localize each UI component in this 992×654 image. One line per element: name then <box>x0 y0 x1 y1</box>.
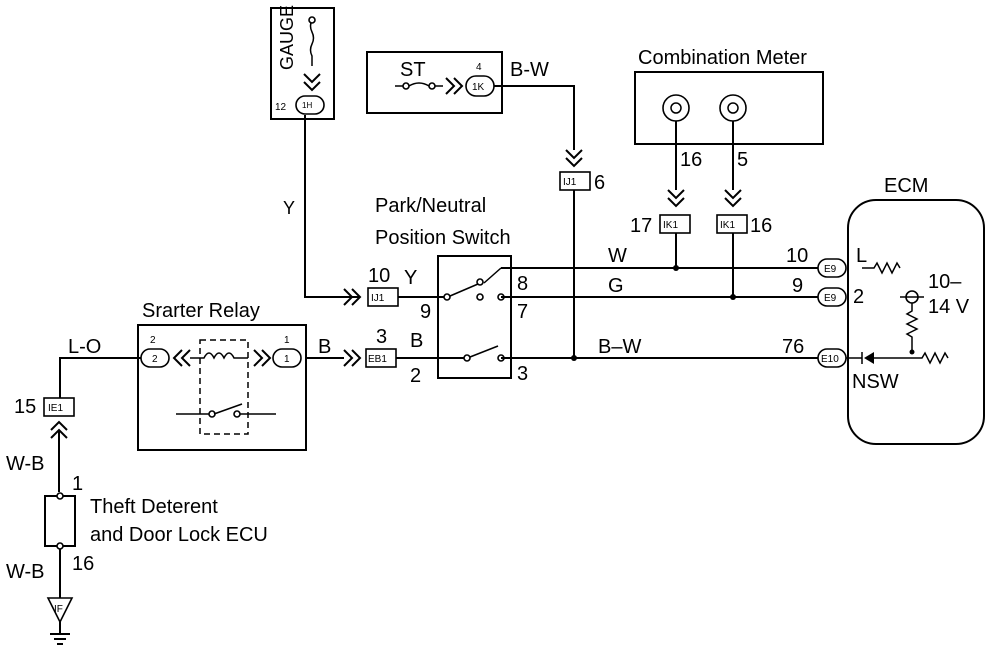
wire-wb-label-2: W-B <box>6 561 45 583</box>
wire-lo <box>59 357 141 398</box>
starter-relay-box <box>137 324 307 451</box>
connector-IE1 <box>43 397 75 417</box>
pin-16-meter: 16 <box>680 149 702 171</box>
park-neutral-label-1: Park/Neutral <box>375 195 486 217</box>
ecm-box <box>847 199 985 445</box>
connector-IJ1-mid-label: IJ1 <box>371 293 385 304</box>
pin-12: 12 <box>275 102 287 113</box>
pin-10-ecm: 10 <box>786 245 808 267</box>
svg-text:IF: IF <box>54 604 63 615</box>
theft-ecu-label-1: Theft Deterent <box>90 496 218 518</box>
pin-9-switch: 9 <box>420 301 431 323</box>
relay-pin-1-top: 1 <box>284 335 290 346</box>
nsw-label: NSW <box>852 371 899 393</box>
starter-relay-label: Srarter Relay <box>142 300 260 322</box>
connector-1K-label: 1K <box>472 82 485 93</box>
wire-bw-top <box>494 85 575 150</box>
connector-IJ1-top-label: IJ1 <box>563 177 577 188</box>
connector-IE1-label: IE1 <box>48 403 63 414</box>
ik1-arrow-icon <box>724 189 742 208</box>
connector-1H <box>295 95 325 115</box>
pin-1-theft: 1 <box>72 473 83 495</box>
wire-lo-label: L-O <box>68 336 101 358</box>
relay-coil-frame <box>199 339 249 435</box>
ecm-resistor-icon <box>862 261 901 275</box>
connector-E10-label: E10 <box>821 354 839 365</box>
pin-10-ij1: 10 <box>368 265 390 287</box>
connector-E9-b <box>817 287 847 307</box>
theft-ecu-label-2: and Door Lock ECU <box>90 524 268 546</box>
wire-b-label-1: B <box>318 336 331 358</box>
gauge-arrow-icon <box>303 73 321 92</box>
wire-w-label: W <box>608 245 627 267</box>
pin-6: 6 <box>594 172 605 194</box>
pin-16-ik1: 16 <box>750 215 772 237</box>
pin-2-switch: 2 <box>410 365 421 387</box>
voltage-label-2: 14 V <box>928 296 970 318</box>
st-component: ST 1K 4 <box>366 51 503 114</box>
combination-meter-label: Combination Meter <box>638 47 807 69</box>
eb1-arrow-icon <box>343 349 362 367</box>
voltage-label-1: 10– <box>928 271 962 293</box>
starter-relay: Srarter Relay 2 2 1 1 <box>137 300 307 451</box>
ij1-arrow-icon <box>565 149 583 168</box>
pin-16-theft: 16 <box>72 553 94 575</box>
wire-g-label: G <box>608 275 624 297</box>
pin-3-switch: 3 <box>517 363 528 385</box>
pin-4: 4 <box>476 62 482 73</box>
connector-IK1-a-label: IK1 <box>663 220 678 231</box>
ik1-arrow-icon <box>667 189 685 208</box>
connector-E9-b-label: E9 <box>824 293 837 304</box>
st-arrow-icon <box>445 77 464 95</box>
pin-2-ecm: 2 <box>853 286 864 308</box>
wire-bw-top-label: B-W <box>510 59 549 81</box>
park-neutral-label-2: Position Switch <box>375 227 511 249</box>
pin-8: 8 <box>517 273 528 295</box>
theft-ecu-box <box>44 495 76 547</box>
relay-pin-1-label: 1 <box>284 354 290 365</box>
wire-b-label-2: B <box>410 330 423 352</box>
wire-y-label: Y <box>283 198 295 218</box>
ecm-label: ECM <box>884 175 928 197</box>
pin-17: 17 <box>630 215 652 237</box>
wire-l-label: L <box>856 245 867 267</box>
ground-icon: IF <box>46 597 74 645</box>
relay-pin-2-top: 2 <box>150 335 156 346</box>
wire-bw-label: B–W <box>598 336 641 358</box>
meter-lamp-icon <box>662 94 690 122</box>
gauge-component: GAUGE 1H 12 <box>270 5 335 120</box>
gauge-label: GAUGE <box>277 5 297 70</box>
connector-E9-a-label: E9 <box>824 264 837 275</box>
pullup-resistor-icon <box>905 303 919 351</box>
pin-5: 5 <box>737 149 748 171</box>
pin-9-ecm: 9 <box>792 275 803 297</box>
wire-y-horiz-label: Y <box>404 267 417 289</box>
gauge-coil <box>309 19 315 66</box>
ecm-component: ECM L 2 10– 14 V NSW <box>846 175 985 445</box>
ij1-in-arrow-icon <box>343 288 362 306</box>
relay-coil-icon <box>190 352 248 360</box>
wire-y <box>304 115 360 298</box>
diode-icon <box>864 352 874 364</box>
combination-meter: Combination Meter <box>634 47 824 145</box>
st-label: ST <box>400 59 426 81</box>
pin-7: 7 <box>517 301 528 323</box>
connector-IK1-b-label: IK1 <box>720 220 735 231</box>
wire-wb-label-1: W-B <box>6 453 45 475</box>
pin-15: 15 <box>14 396 36 418</box>
pin-76: 76 <box>782 336 804 358</box>
pin-3-eb1: 3 <box>376 326 387 348</box>
connector-EB1-label: EB1 <box>368 354 387 365</box>
meter-lamp-icon <box>719 94 747 122</box>
connector-1H-label: 1H <box>302 101 312 110</box>
relay-pin-1 <box>272 348 302 368</box>
connector-E9-a <box>817 258 847 278</box>
relay-pin-2-label: 2 <box>152 354 158 365</box>
